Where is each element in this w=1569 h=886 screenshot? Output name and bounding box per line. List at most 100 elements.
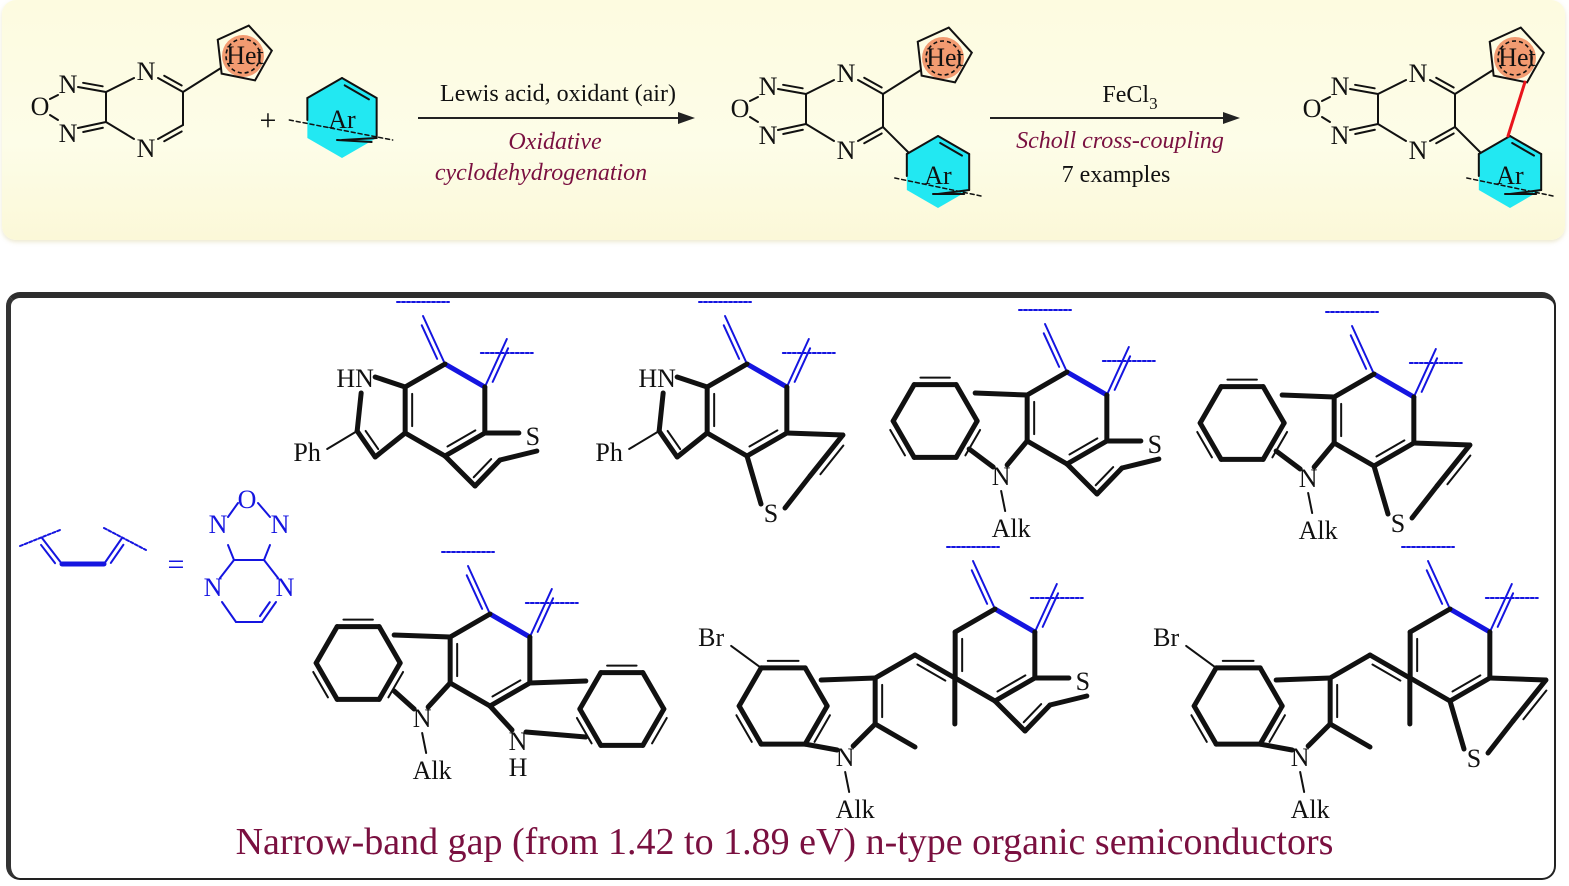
bond — [882, 126, 911, 155]
bond — [402, 430, 448, 459]
bond — [1273, 675, 1333, 683]
bond — [905, 135, 939, 155]
bond — [1064, 461, 1100, 497]
double-bond-line — [819, 444, 845, 476]
double-bond-line — [996, 674, 1027, 693]
double-bond-line — [1022, 703, 1043, 724]
bond — [313, 660, 340, 702]
bond — [391, 632, 453, 640]
fused-pyrazine-bond — [1064, 369, 1110, 398]
double-bond-line — [916, 663, 947, 682]
bond — [577, 706, 604, 748]
double-bond-line — [465, 574, 484, 610]
bond — [577, 670, 604, 712]
bond — [221, 601, 237, 623]
bond — [872, 652, 918, 681]
alkyl-label: Alk — [1291, 795, 1330, 824]
pyrazine-N: N — [137, 134, 156, 163]
step2-count: 7 examples — [1062, 162, 1171, 188]
double-bond-line — [1511, 142, 1536, 157]
pyrrole-NH: HN — [336, 364, 374, 393]
new-c-c-bond — [1506, 80, 1527, 138]
bond — [784, 430, 846, 438]
furazan-O: O — [31, 92, 50, 121]
double-bond-line — [939, 142, 964, 157]
bond — [1327, 652, 1373, 681]
bond — [219, 559, 235, 579]
furazan-N: N — [59, 119, 78, 148]
bond — [263, 544, 271, 561]
bond — [1004, 438, 1030, 468]
bond — [785, 338, 810, 388]
double-bond-line — [1196, 430, 1213, 459]
bond — [1044, 323, 1068, 373]
double-bond-line — [163, 74, 183, 87]
bond — [1064, 438, 1110, 467]
pyrrole-NH: HN — [638, 364, 676, 393]
fused-pyrazine-bond — [487, 611, 533, 640]
bond — [376, 660, 403, 702]
furazan-N: N — [1331, 72, 1350, 101]
bond — [447, 611, 493, 640]
double-bond-line — [259, 601, 271, 618]
carbazole-N: N — [992, 462, 1011, 491]
alkyl-label: Alk — [836, 795, 875, 824]
het-ring-fill — [1494, 37, 1536, 79]
furazan-N: N — [59, 70, 78, 99]
pyrazine-N: N — [1409, 59, 1428, 88]
bond — [972, 390, 1030, 398]
bromo-label: Br — [698, 623, 724, 652]
fused-pyrazine-bond — [1447, 606, 1493, 635]
bond — [1411, 440, 1473, 448]
bond — [1447, 675, 1493, 704]
bond — [467, 565, 491, 615]
bond — [736, 703, 764, 747]
ar-label: Ar — [1496, 161, 1524, 190]
bond — [402, 361, 448, 390]
bond — [890, 382, 917, 424]
bond — [628, 430, 661, 450]
bond — [1331, 371, 1377, 400]
bond — [1197, 384, 1224, 426]
bond — [805, 79, 835, 95]
bond — [1260, 384, 1287, 426]
bond — [744, 453, 764, 507]
double-bond-line — [312, 670, 329, 699]
furazan-N: N — [759, 72, 778, 101]
bond — [724, 315, 748, 365]
step2-reagent: FeCl3 — [1102, 82, 1157, 113]
furazan-O: O — [731, 94, 750, 123]
bond — [1509, 135, 1543, 155]
het-ring-fill — [222, 35, 264, 77]
het-label: Het — [926, 43, 964, 72]
bond — [1022, 702, 1053, 734]
het-aromatic-circle — [225, 38, 261, 74]
bond — [1327, 721, 1373, 750]
bromo-label: Br — [1153, 623, 1179, 652]
bond — [1427, 560, 1451, 610]
bond — [1000, 490, 1007, 512]
bond — [782, 473, 813, 511]
bond — [704, 361, 750, 390]
double-bond-line — [109, 543, 125, 564]
step1-type-line2: cyclodehydrogenation — [435, 160, 647, 186]
double-bond-line — [1435, 132, 1455, 145]
bond — [77, 121, 107, 129]
step2-arrow — [990, 112, 1240, 124]
double-bond-line — [722, 324, 741, 360]
double-bond-line — [82, 81, 104, 88]
bond — [1371, 463, 1391, 517]
thiophene-S: S — [1148, 430, 1162, 459]
bond — [1367, 652, 1413, 681]
het-aromatic-circle — [1497, 40, 1533, 76]
bond — [354, 390, 364, 434]
bond — [640, 670, 667, 712]
het-ring — [916, 26, 974, 84]
double-bond-line — [1425, 569, 1444, 605]
fused-pyrazine-bond — [1371, 371, 1417, 400]
bond — [227, 544, 235, 561]
bond — [890, 418, 917, 460]
double-bond-line — [964, 428, 982, 457]
bond — [802, 703, 830, 747]
bond — [341, 77, 378, 99]
